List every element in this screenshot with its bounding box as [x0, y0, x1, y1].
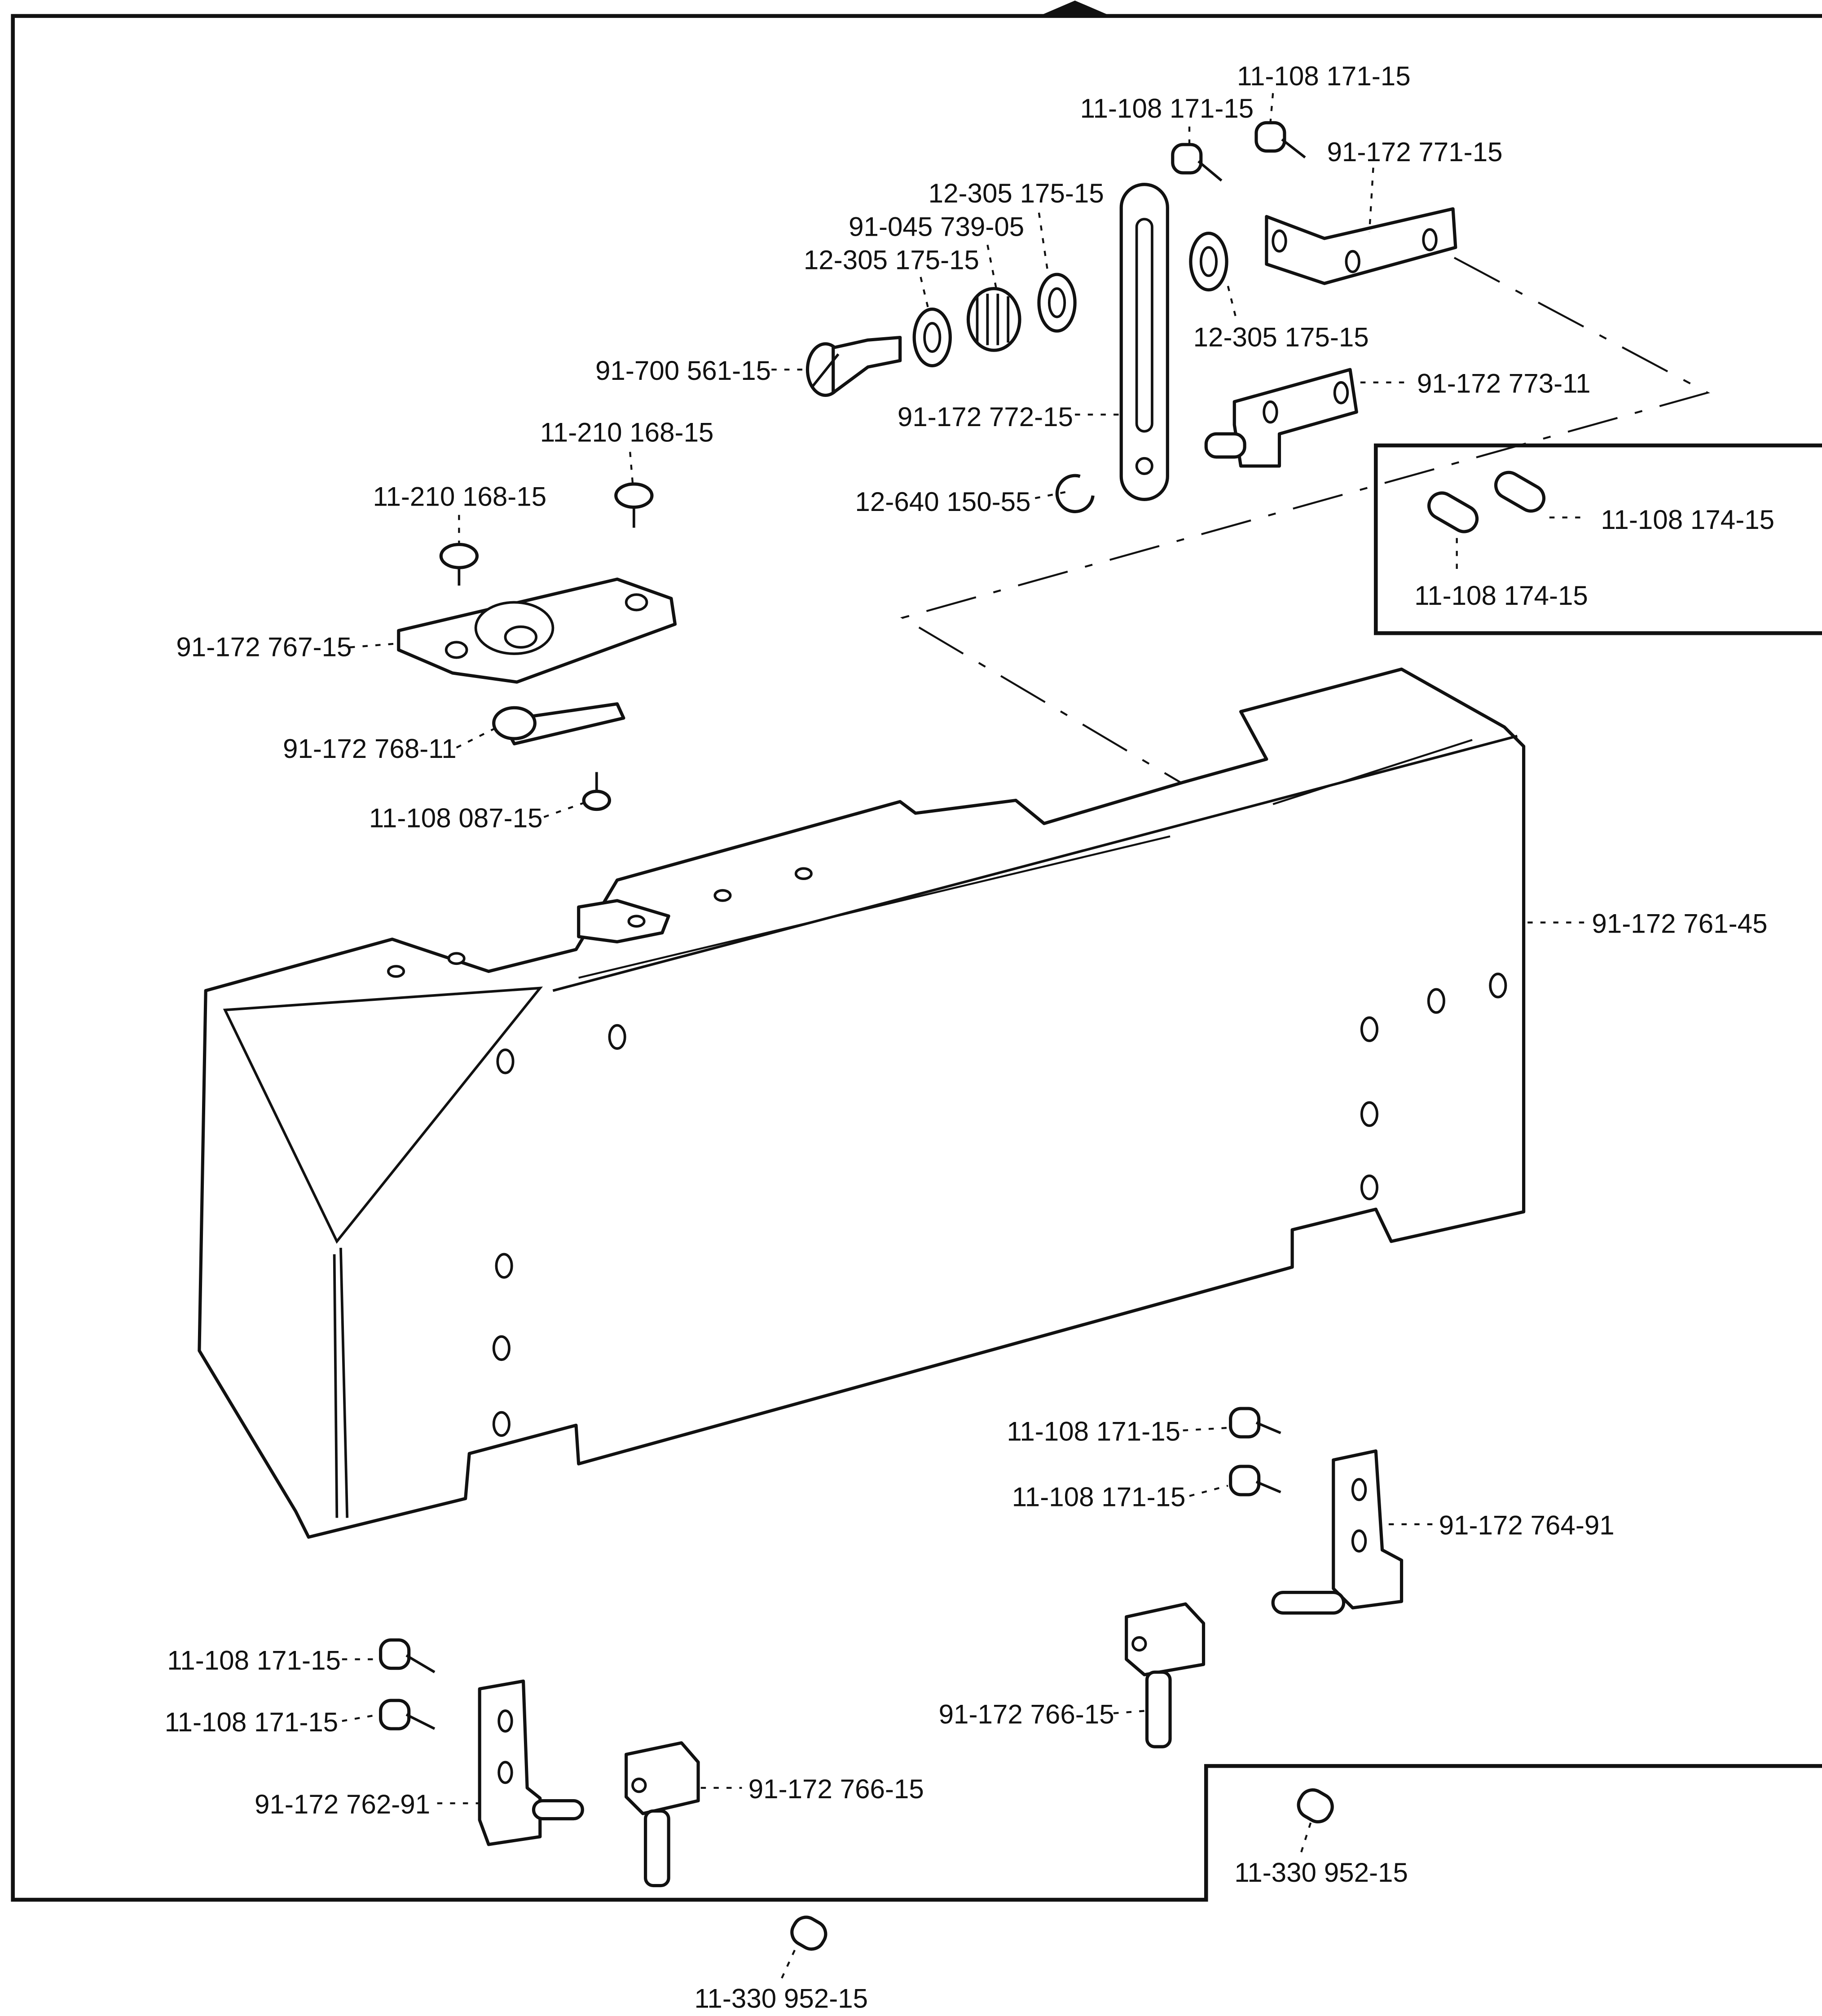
label-p12: 11-210 168-15	[373, 482, 547, 512]
main-body	[198, 667, 1526, 1539]
washer-left	[912, 307, 952, 368]
screw-low-b	[379, 1699, 436, 1730]
plate-767	[397, 577, 677, 684]
diagram-frame	[11, 14, 1822, 1902]
label-p18: 11-108 087-15	[369, 803, 543, 833]
flat-screw-upper	[614, 482, 654, 528]
label-p26: 91-172 762-91	[255, 1789, 430, 1819]
label-p06: 12-305 175-15	[804, 245, 979, 275]
label-p08: 12-305 175-15	[1193, 322, 1369, 352]
shoulder-screw	[805, 335, 902, 397]
top-arrow-marker	[1039, 0, 1111, 16]
set-screw-bottom	[790, 1915, 827, 1951]
label-p28: 11-330 952-15	[1234, 1858, 1408, 1888]
bracket-764	[1271, 1449, 1404, 1615]
screw-top-right	[1254, 121, 1306, 158]
label-p07: 91-700 561-15	[595, 356, 771, 386]
label-p04: 12-305 175-15	[929, 178, 1104, 208]
label-p02: 11-108 171-15	[1237, 61, 1411, 91]
label-p21: 11-108 171-15	[1012, 1482, 1186, 1512]
block-766-right	[1125, 1602, 1206, 1748]
label-p19: 91-172 761-45	[1592, 908, 1767, 938]
washer-mid	[1037, 273, 1077, 333]
label-p11: 11-210 168-15	[540, 417, 714, 447]
label-p09: 91-172 773-11	[1417, 369, 1591, 399]
label-p22: 91-172 764-91	[1439, 1510, 1615, 1541]
link-772	[1119, 183, 1169, 501]
label-p05: 91-045 739-05	[849, 211, 1024, 242]
label-p16: 91-172 767-15	[176, 632, 352, 662]
label-p15: 11-108 174-15	[1414, 581, 1588, 611]
set-screw-inset	[1297, 1788, 1334, 1823]
washer-right	[1189, 231, 1228, 292]
label-p14: 11-108 174-15	[1601, 505, 1774, 535]
block-766-left	[625, 1741, 700, 1888]
spring	[966, 287, 1021, 352]
label-p01: 11-108 171-15	[1080, 93, 1254, 123]
bracket-773	[1204, 368, 1358, 468]
flat-screw-lower	[439, 543, 479, 586]
part-768	[492, 702, 625, 746]
bracket-771	[1265, 207, 1457, 285]
label-p03: 91-172 771-15	[1327, 137, 1502, 167]
bracket-762	[478, 1679, 584, 1846]
label-p10: 91-172 772-15	[898, 402, 1073, 432]
label-p20: 11-108 171-15	[1007, 1417, 1180, 1447]
screw-mid-b	[1229, 1465, 1281, 1497]
label-p13: 12-640 150-55	[855, 487, 1030, 517]
reference-line	[900, 257, 1710, 784]
e-ring	[1055, 474, 1095, 513]
label-p23: 91-172 766-15	[939, 1699, 1114, 1730]
screw-low-a	[379, 1638, 436, 1673]
screw-top-left	[1171, 143, 1223, 182]
leader-lines	[342, 93, 1588, 1979]
screw-inset-left	[1427, 491, 1479, 533]
screw-087	[582, 772, 612, 811]
label-p25: 11-108 171-15	[165, 1707, 339, 1737]
label-p24: 11-108 171-15	[167, 1645, 341, 1675]
label-p29: 11-330 952-15	[694, 1984, 868, 2014]
part-labels: 11-108 171-15 11-108 171-15 91-172 771-1…	[165, 61, 1775, 2013]
label-p17: 91-172 768-11	[283, 734, 457, 764]
screw-mid-a	[1229, 1407, 1281, 1439]
inset-box	[1373, 443, 1822, 635]
label-p27: 91-172 766-15	[748, 1774, 924, 1804]
screw-inset-right	[1494, 471, 1546, 513]
